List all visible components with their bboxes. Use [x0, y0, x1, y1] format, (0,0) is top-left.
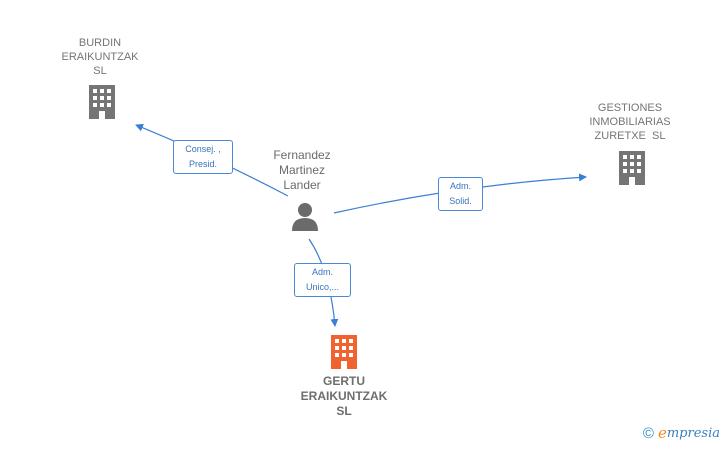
brand-initial: e: [657, 424, 667, 442]
label-line: Fernandez: [273, 148, 331, 162]
label-line: BURDIN: [78, 37, 122, 49]
label-line: ERAIKUNTZAK: [61, 51, 139, 63]
edge-label-line: Adm.: [311, 267, 333, 277]
brand-name: mpresia: [666, 425, 720, 441]
edge-label-line: Solid.: [449, 196, 472, 206]
building-icon[interactable]: [86, 85, 118, 124]
label-line: ZURETXE SL: [594, 130, 666, 142]
edge-label-line: Presid.: [188, 159, 217, 169]
empresia-logo: © e mpresia: [643, 424, 720, 442]
person-icon[interactable]: [290, 201, 320, 236]
edge-label-line: Consej. ,: [185, 144, 221, 154]
label-line: Martinez: [278, 163, 325, 177]
label-line: INMOBILIARIAS: [589, 116, 671, 128]
building-icon[interactable]: [616, 151, 648, 190]
person-label[interactable]: Fernandez Martinez Lander: [258, 148, 346, 193]
label-line: ERAIKUNTZAK: [300, 389, 388, 403]
edge-label-consej-presid[interactable]: Consej. , Presid.: [173, 140, 233, 174]
label-line: Lander: [283, 178, 321, 192]
edge-label-line: Adm.: [449, 181, 471, 191]
copyright-icon: ©: [642, 424, 654, 442]
company-gertu-label[interactable]: GERTU ERAIKUNTZAK SL: [284, 374, 404, 419]
label-line: SL: [93, 65, 107, 77]
building-icon[interactable]: [328, 335, 360, 374]
label-line: GERTU: [323, 374, 365, 388]
edge-label-adm-unico[interactable]: Adm. Unico,...: [294, 263, 351, 297]
company-gestiones-label[interactable]: GESTIONES INMOBILIARIAS ZURETXE SL: [575, 101, 685, 143]
edge-label-adm-solid[interactable]: Adm. Solid.: [438, 177, 483, 211]
company-burdin-label[interactable]: BURDIN ERAIKUNTZAK SL: [50, 36, 150, 78]
label-line: GESTIONES: [597, 102, 663, 114]
label-line: SL: [336, 404, 352, 418]
edge-label-line: Unico,...: [305, 282, 339, 292]
